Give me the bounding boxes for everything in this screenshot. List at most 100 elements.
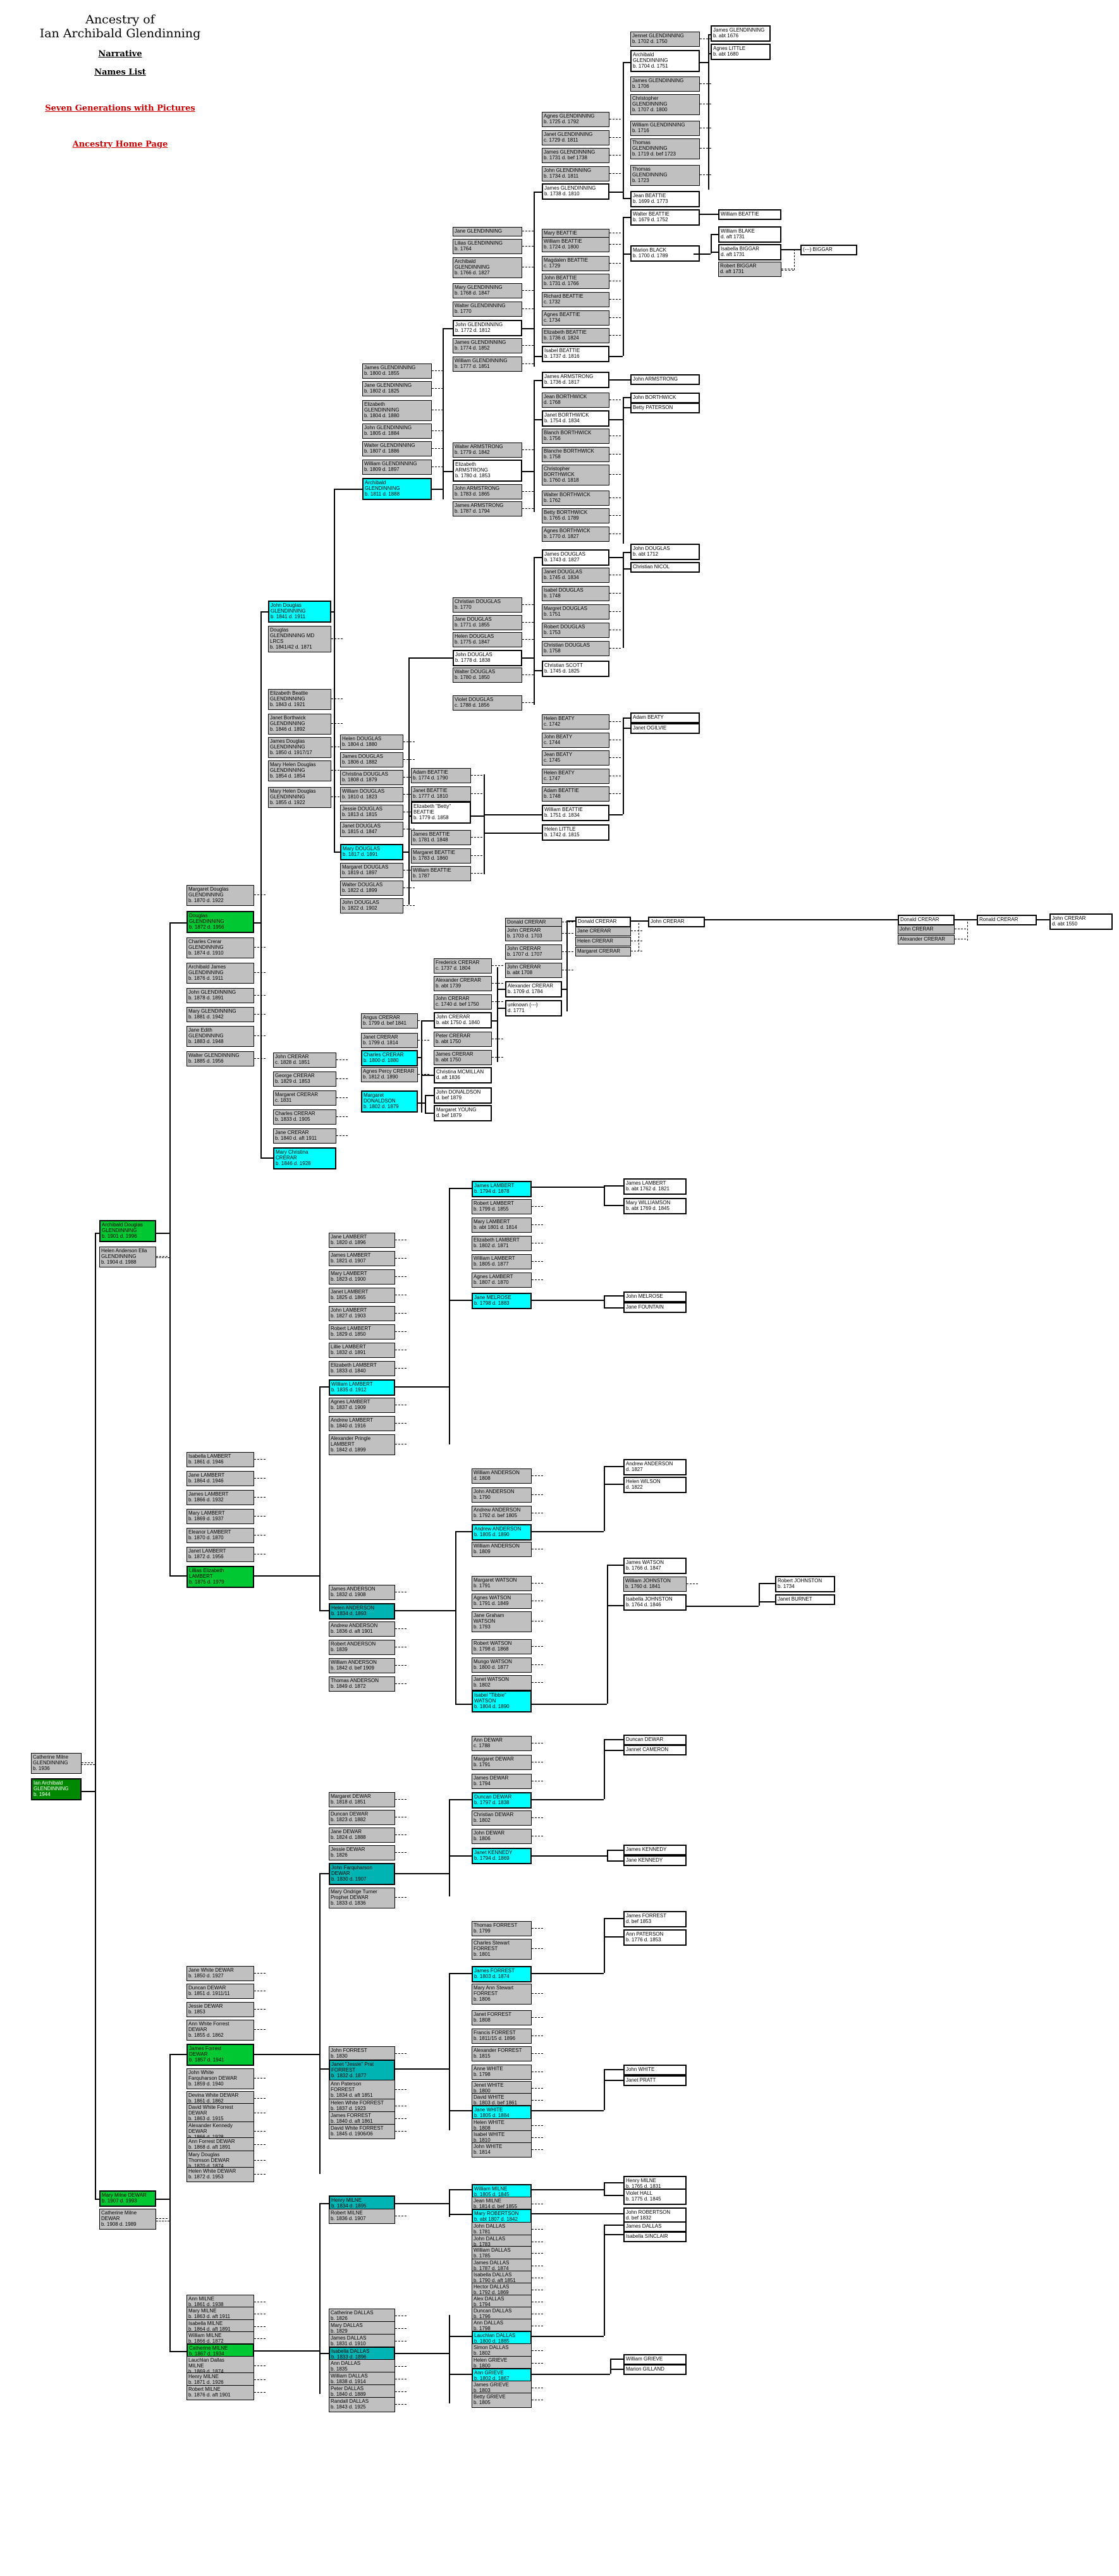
person-box[interactable]: Jannet CAMERON xyxy=(623,1745,687,1755)
person-box[interactable]: William GRIEVE xyxy=(623,2354,687,2365)
person-box[interactable]: James KENNEDY xyxy=(623,1845,687,1855)
person-box[interactable]: William BEATTIE xyxy=(718,209,781,220)
person-box[interactable]: Jane KENNEDY xyxy=(623,1855,687,1866)
person-box[interactable]: Isabella SINCLAIR xyxy=(623,2231,687,2242)
person-box[interactable]: Jane GLENDINNING xyxy=(453,227,522,236)
person-box[interactable]: John CRERAR xyxy=(648,917,705,927)
person-box[interactable]: Margaret CRERAR xyxy=(575,947,631,956)
home-link[interactable]: Ancestry Home Page xyxy=(72,140,168,149)
person-box[interactable]: Ronald CRERAR xyxy=(977,915,1037,925)
person-box[interactable]: John BORTHWICK xyxy=(630,393,700,403)
person-box[interactable]: John ARMSTRONG xyxy=(630,374,700,385)
person-box[interactable]: Christian NICOL xyxy=(630,562,700,573)
narrative-link[interactable]: Narrative xyxy=(98,49,142,59)
